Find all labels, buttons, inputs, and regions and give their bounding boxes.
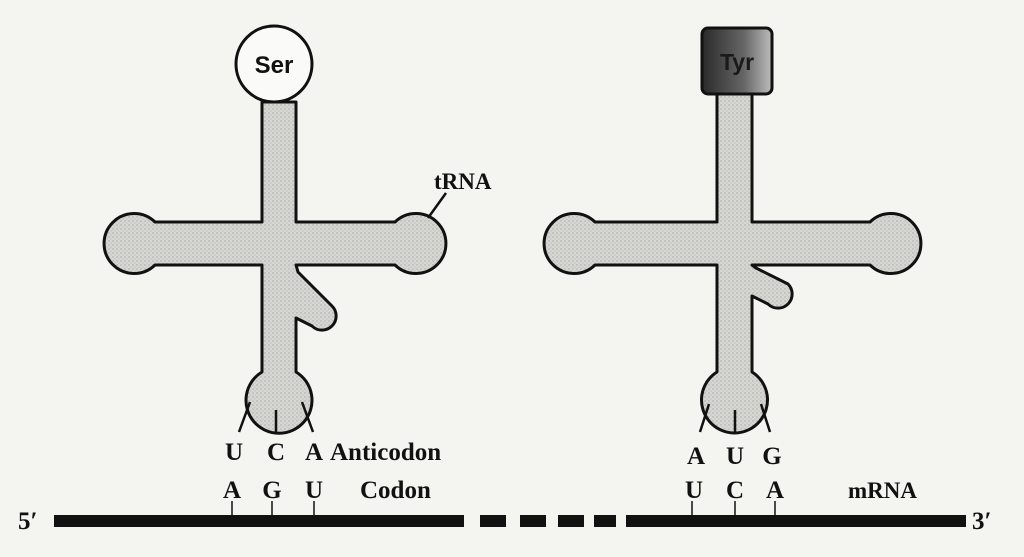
trna-label: tRNA [434, 169, 492, 194]
mrna-segment-left [54, 515, 464, 527]
trna-pointer-line [426, 192, 448, 219]
codon-right-base-2: C [726, 477, 744, 504]
codon-label: Codon [360, 477, 431, 504]
anticodon-left-base-3: A [305, 439, 323, 466]
anticodon-right-base-2: U [726, 443, 744, 470]
anticodon-ticks-left [237, 401, 315, 433]
mrna-strand: 5′ 3′ A G U Codon U C A mRNA [18, 477, 992, 535]
amino-acid-tyr: Tyr [700, 26, 774, 96]
codon-ticks [231, 501, 776, 515]
mrna-3-prime-label: 3′ [972, 508, 992, 535]
mrna-dash-2 [520, 515, 546, 527]
codon-left-base-3: U [305, 477, 323, 504]
anticodon-right-base-3: G [762, 443, 781, 470]
anticodon-left-base-1: U [225, 439, 243, 466]
amino-acid-label: Tyr [720, 49, 754, 75]
mrna-label: mRNA [848, 478, 917, 503]
amino-acid-label: Ser [255, 52, 294, 79]
codon-left-base-1: A [223, 477, 241, 504]
codon-right-base-1: U [685, 477, 703, 504]
codon-right-base-3: A [766, 477, 784, 504]
codon-left-base-2: G [262, 477, 281, 504]
amino-acid-ser: Ser [234, 24, 314, 104]
trna-right: Tyr A U G [542, 26, 923, 470]
mrna-dash-3 [558, 515, 584, 527]
mrna-5-prime-label: 5′ [18, 508, 38, 535]
trna-left-body [102, 100, 448, 435]
anticodon-ticks-right [698, 403, 772, 433]
mrna-segment-right [626, 515, 966, 527]
anticodon-right-base-1: A [687, 443, 705, 470]
anticodon-left-base-2: C [267, 439, 285, 466]
trna-left: Ser tRNA U C A Anticodon [102, 24, 492, 466]
anticodon-label: Anticodon [330, 439, 441, 466]
mrna-dash-4 [594, 515, 616, 527]
mrna-dash-1 [480, 515, 506, 527]
trna-right-body [542, 92, 923, 435]
